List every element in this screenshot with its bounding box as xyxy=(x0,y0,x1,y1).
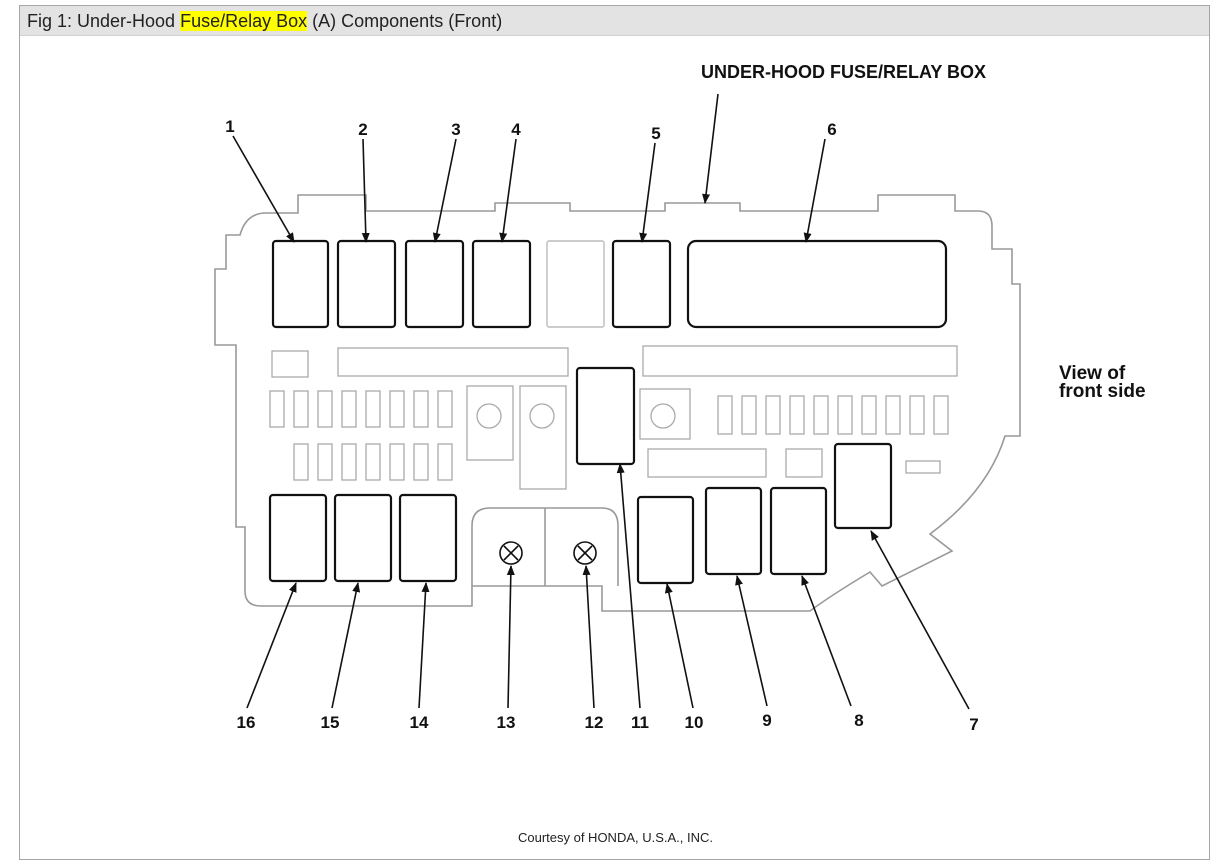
callout-11: 11 xyxy=(631,713,649,732)
relay-4 xyxy=(471,239,532,329)
figure-frame: Fig 1: Under-Hood Fuse/Relay Box (A) Com… xyxy=(19,5,1210,860)
callout-13: 13 xyxy=(497,713,516,732)
title-highlight: Fuse/Relay Box xyxy=(180,11,308,31)
relay-9 xyxy=(704,486,763,576)
top-relays xyxy=(271,239,948,329)
figure-title: Fig 1: Under-Hood Fuse/Relay Box (A) Com… xyxy=(20,6,1209,36)
callout-16: 16 xyxy=(237,713,256,732)
callout-12: 12 xyxy=(585,713,604,732)
callout-15: 15 xyxy=(321,713,340,732)
empty-relay-slot xyxy=(546,240,605,328)
callout-2: 2 xyxy=(358,120,367,139)
box-label: UNDER-HOOD FUSE/RELAY BOX xyxy=(701,62,986,82)
fuse-box-diagram: UNDER-HOOD FUSE/RELAY BOX View of front … xyxy=(214,62,1146,734)
relay-2 xyxy=(336,239,397,329)
relay-16 xyxy=(268,493,328,583)
callout-8: 8 xyxy=(854,711,863,730)
relay-8 xyxy=(769,486,828,576)
callout-4: 4 xyxy=(511,120,521,139)
view-label-line2: front side xyxy=(1059,381,1146,402)
callout-9: 9 xyxy=(762,711,771,730)
callout-labels: 1 2 3 4 5 6 7 8 9 10 11 12 13 14 15 16 xyxy=(225,117,978,734)
relay-11 xyxy=(575,366,636,466)
title-prefix: Fig 1: Under-Hood xyxy=(27,11,181,31)
relay-5 xyxy=(611,239,672,329)
view-label-line1: View of xyxy=(1059,363,1126,384)
relay-1 xyxy=(271,239,330,329)
callout-6: 6 xyxy=(827,120,836,139)
title-suffix: (A) Components (Front) xyxy=(307,11,503,31)
callout-7: 7 xyxy=(969,715,978,734)
relay-7 xyxy=(833,442,893,530)
fuse-block-6 xyxy=(686,239,948,329)
lower-relays xyxy=(268,366,893,585)
courtesy-credit: Courtesy of HONDA, U.S.A., INC. xyxy=(517,830,714,845)
relay-10 xyxy=(636,495,695,585)
leader-arrows xyxy=(232,93,970,710)
bolt-12 xyxy=(573,541,597,565)
callout-10: 10 xyxy=(685,713,704,732)
fuse-slots xyxy=(269,345,958,490)
callout-3: 3 xyxy=(451,120,460,139)
bolt-terminals xyxy=(499,541,597,565)
callout-5: 5 xyxy=(651,124,660,143)
box-outline xyxy=(214,194,1021,612)
callout-1: 1 xyxy=(225,117,234,136)
relay-15 xyxy=(333,493,393,583)
relay-14 xyxy=(398,493,458,583)
relay-3 xyxy=(404,239,465,329)
callout-14: 14 xyxy=(410,713,429,732)
bolt-13 xyxy=(499,541,523,565)
